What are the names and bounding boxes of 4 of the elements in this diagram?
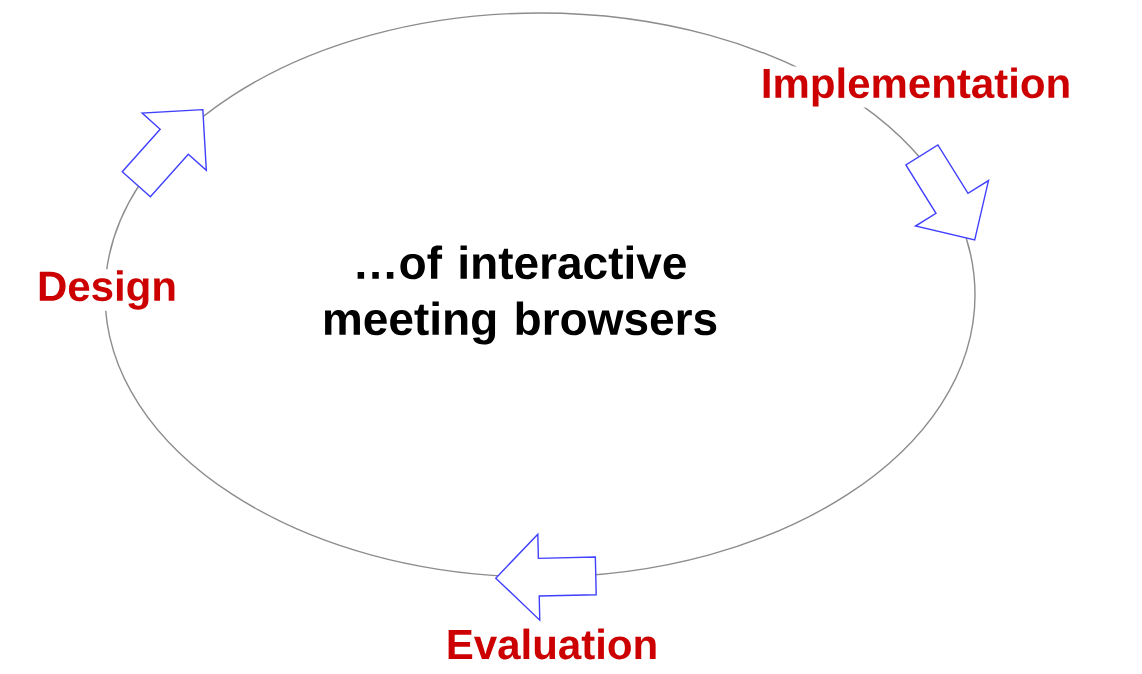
phase-label: Design [36,269,178,311]
phase-label: Evaluation [444,627,660,661]
phase-label: Implementation [759,66,1073,108]
center-text: …of interactive meeting browsers [324,245,717,345]
